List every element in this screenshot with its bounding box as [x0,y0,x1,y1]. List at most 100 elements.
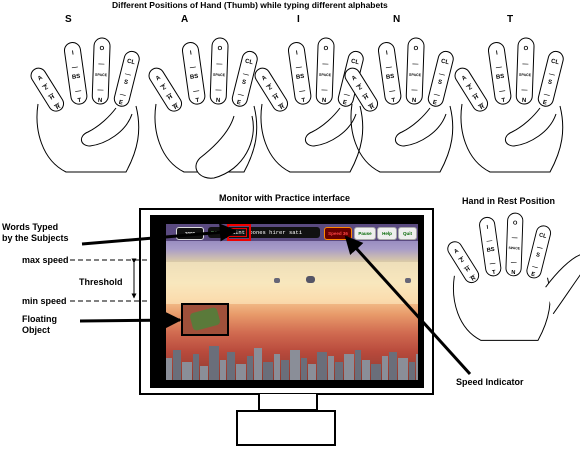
finger-key-label: A [461,75,468,83]
max-speed-label: max speed [22,255,69,265]
thumb [505,107,557,147]
finger-key-label: CL [126,58,136,66]
finger-key-label: E [432,100,437,107]
finger-key-label: Z [467,85,474,92]
skyline-building [398,358,408,380]
finger-key-label: SPACE [95,73,108,77]
skyline-building [247,356,253,380]
finger-key-label: N [522,98,527,104]
skyline-building [355,350,361,380]
skyline-building [274,354,280,380]
quit-button[interactable]: Quit [398,227,417,240]
top-title: Different Positions of Hand (Thumb) whil… [112,0,388,10]
words-typed-label: Words Typed by the Subjects [2,222,69,243]
finger-key-label: SPACE [508,246,520,250]
finger-key-label: H [465,266,472,273]
floating-object-highlighted [181,303,229,336]
thumb [195,115,254,179]
palm-outline [350,103,454,173]
help-button[interactable]: Help [377,227,397,240]
skyline-building [254,348,262,380]
finger-key-label: R [470,275,477,282]
skyline-building [281,360,289,380]
words-typed-arrow [81,223,238,246]
finger-key-label: CL [538,232,547,240]
skyline-building [220,360,226,380]
finger-key-label: S [547,79,552,86]
finger-key-label: A [37,75,44,83]
skyline-building [389,352,397,380]
finger-key-label: CL [244,58,254,66]
finger-key-label: O [523,46,528,52]
skyline-building [328,356,334,380]
finger-key-label: A [453,248,460,255]
finger-key-label: T [301,98,306,104]
skyline-building [209,346,219,380]
finger-key-label: T [391,98,396,104]
skyline-building [263,362,273,380]
finger-key-label: H [49,94,56,101]
finger-key-label: S [437,79,442,86]
finger-key-label: SPACE [409,73,422,77]
palm-outline [460,103,564,173]
finger-key-label: BS [496,74,505,81]
finger-key-label: CL [440,58,450,66]
floating-object-small-3 [405,278,411,283]
finger-key-label: I [386,50,389,56]
letter-t: T [507,14,514,25]
thumb [305,107,357,147]
skyline-building [344,354,354,380]
finger-key-label: T [195,98,200,104]
letter-i: I [297,14,300,25]
min-speed-label: min speed [22,296,67,306]
skyline-building [227,352,235,380]
skyline-building [200,366,208,380]
finger-key-label: I [496,50,499,56]
skyline-building [290,350,300,380]
thumb [81,107,133,147]
finger-key-label: O [99,46,104,52]
finger-key-label: R [369,103,376,111]
finger-key-label: BS [486,247,495,254]
skyline-building [382,356,388,380]
finger-key-label: O [323,46,328,52]
finger-key-label: BS [386,74,395,81]
finger-key-label: I [486,225,489,231]
finger-key-label: I [190,50,193,56]
finger-key-label: SPACE [213,73,226,77]
finger-key-label: E [342,100,347,107]
finger-key-label: O [513,220,518,226]
thumb [545,254,580,315]
skyline-building [182,362,192,380]
skyline-building [308,364,316,380]
thumb [395,107,447,147]
finger-key-label: BS [296,74,305,81]
finger-key-label: R [173,103,180,111]
finger-key-label: E [118,100,123,107]
finger-key-label: S [535,252,540,259]
game-screen[interactable]: 2009 mons saint bones hirer sati Speed 3… [166,224,418,380]
finger-key-label: O [217,46,222,52]
finger-key-label: A [155,75,162,83]
skyline-building [409,362,415,380]
finger-key-label: T [492,270,497,276]
finger-key-label: SPACE [319,73,332,77]
finger-key-label: E [542,100,547,107]
rest-hand-title: Hand in Rest Position [462,196,556,206]
